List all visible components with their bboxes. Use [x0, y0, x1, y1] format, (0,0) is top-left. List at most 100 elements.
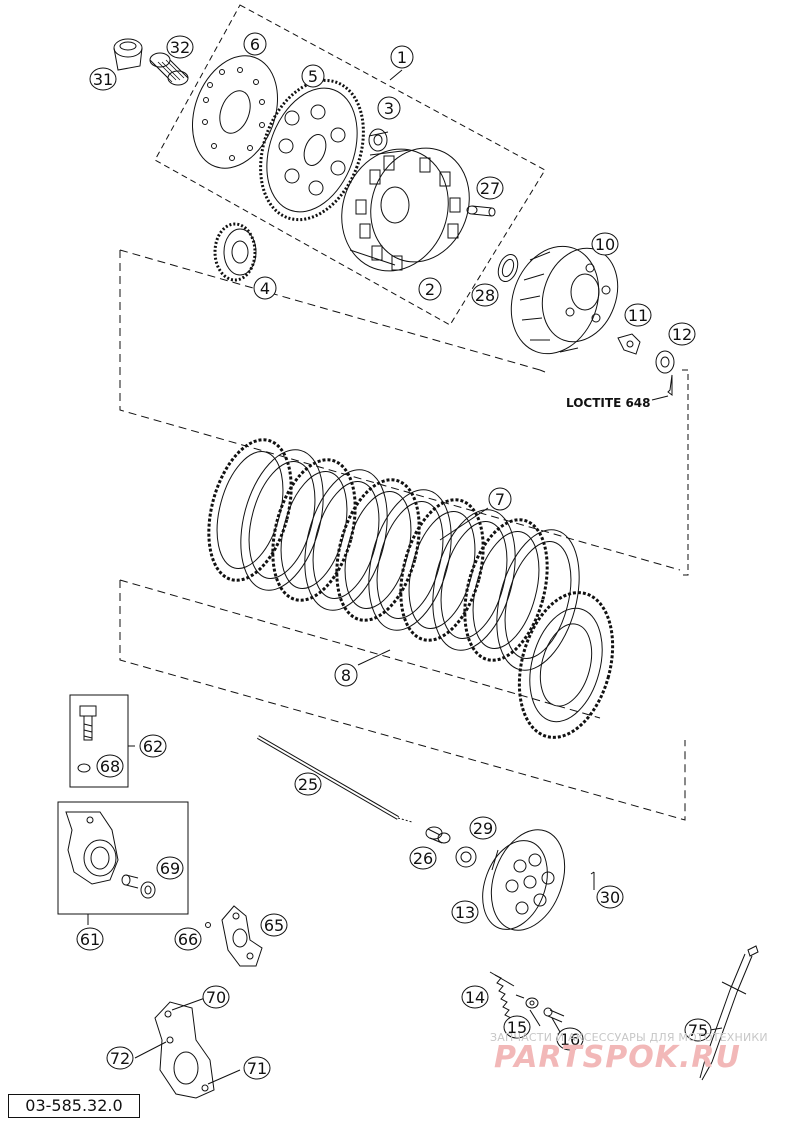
- callout-2-label: 2: [425, 280, 435, 299]
- callout-30: 30: [596, 885, 624, 909]
- callout-69-label: 69: [160, 859, 180, 878]
- callout-72-label: 72: [110, 1049, 130, 1068]
- part-62-bleed-screw: [79, 705, 97, 741]
- callout-62: 62: [139, 734, 167, 758]
- group-61-box: [57, 801, 189, 915]
- callout-3-label: 3: [384, 99, 394, 118]
- callout-66-label: 66: [178, 930, 198, 949]
- callout-12-label: 12: [672, 325, 692, 344]
- part-61-slave-cylinder: [65, 811, 119, 885]
- part-65-gasket: [221, 905, 263, 967]
- loctite-leader: [680, 369, 689, 576]
- clutch-plate-stack: [207, 438, 615, 739]
- callout-1-label: 1: [397, 48, 407, 67]
- part-3-bushing: [368, 128, 389, 152]
- callout-61-label: 61: [80, 930, 100, 949]
- watermark-caption: ЗАПЧАСТИ И АКСЕССУАРЫ ДЛЯ МОТОТЕХНИКИ: [490, 1031, 768, 1044]
- callout-13-label: 13: [455, 903, 475, 922]
- callout-11: 11: [624, 303, 652, 327]
- callout-16-label: 16: [560, 1030, 580, 1049]
- callout-16: 16: [556, 1027, 584, 1051]
- callout-75-label: 75: [688, 1021, 708, 1040]
- callout-8-label: 8: [341, 666, 351, 685]
- callout-68: 68: [96, 754, 124, 778]
- callout-13: 13: [451, 900, 479, 924]
- callout-28-label: 28: [475, 286, 495, 305]
- part-6-plate: [191, 55, 279, 169]
- reference-code: 03-585.32.0: [8, 1094, 140, 1118]
- part-27-pin: [466, 205, 496, 217]
- callout-5-label: 5: [308, 67, 318, 86]
- callout-61: 61: [76, 927, 104, 951]
- callout-14: 14: [461, 985, 489, 1009]
- part-11-lock-washer: [617, 333, 641, 355]
- callout-32-label: 32: [170, 38, 190, 57]
- part-15-washer: [525, 997, 539, 1009]
- callout-4: 4: [253, 276, 277, 300]
- callout-66: 66: [174, 927, 202, 951]
- callout-72: 72: [106, 1046, 134, 1070]
- callout-27-label: 27: [480, 179, 500, 198]
- part-70-cover: [154, 1001, 215, 1099]
- callout-25: 25: [294, 772, 322, 796]
- part-14-spring: [489, 971, 515, 1019]
- callout-31-label: 31: [93, 70, 113, 89]
- part-28-washer: [497, 253, 519, 283]
- part-68-cap: [77, 763, 91, 773]
- callout-62-label: 62: [143, 737, 163, 756]
- part-16-screw: [543, 1007, 565, 1023]
- callout-3: 3: [377, 96, 401, 120]
- group-62-box: [69, 694, 129, 788]
- callout-4-label: 4: [260, 279, 270, 298]
- callout-30-label: 30: [600, 888, 620, 907]
- part-29-bearing: [455, 846, 477, 868]
- part-69-piston: [121, 874, 156, 899]
- group-7-frame: [119, 250, 681, 571]
- callout-10: 10: [591, 232, 619, 256]
- callout-26-label: 26: [413, 849, 433, 868]
- part-26-push-piece: [425, 826, 451, 844]
- callout-26: 26: [409, 846, 437, 870]
- part-31-bushing: [113, 38, 143, 71]
- callout-14-label: 14: [465, 988, 485, 1007]
- callout-6: 6: [243, 32, 267, 56]
- callout-5: 5: [301, 64, 325, 88]
- callout-65: 65: [260, 913, 288, 937]
- callout-75: 75: [684, 1018, 712, 1042]
- callout-10-label: 10: [595, 235, 615, 254]
- callout-15-label: 15: [507, 1018, 527, 1037]
- callout-71: 71: [243, 1056, 271, 1080]
- callout-11-label: 11: [628, 306, 648, 325]
- part-13-pressure-plate: [482, 829, 566, 931]
- watermark-brand: PARTSPOK.RU: [494, 1040, 741, 1075]
- callout-65-label: 65: [264, 916, 284, 935]
- loctite-label: LOCTITE 648: [566, 396, 651, 410]
- part-2-clutch-basket: [341, 147, 470, 272]
- callout-31: 31: [89, 67, 117, 91]
- callout-27: 27: [476, 176, 504, 200]
- callout-32: 32: [166, 35, 194, 59]
- callout-12: 12: [668, 322, 696, 346]
- part-25-push-rod: [256, 735, 413, 823]
- callout-28: 28: [471, 283, 499, 307]
- callout-68-label: 68: [100, 757, 120, 776]
- part-12-nut: [655, 350, 675, 374]
- callout-69: 69: [156, 856, 184, 880]
- callout-29: 29: [469, 816, 497, 840]
- callout-25-label: 25: [298, 775, 318, 794]
- callout-2: 2: [418, 277, 442, 301]
- group-8-frame: [119, 580, 686, 821]
- callout-7: 7: [488, 487, 512, 511]
- callout-15: 15: [503, 1015, 531, 1039]
- callout-71-label: 71: [247, 1059, 267, 1078]
- callout-70-label: 70: [206, 988, 226, 1007]
- part-30-clip: [590, 871, 595, 890]
- callout-8: 8: [334, 663, 358, 687]
- callout-29-label: 29: [473, 819, 493, 838]
- group-1-outline: [154, 4, 546, 326]
- part-66-o-ring: [205, 922, 211, 928]
- part-5-primary-gear: [259, 78, 365, 222]
- part-4-gear: [213, 222, 257, 282]
- callout-70: 70: [202, 985, 230, 1009]
